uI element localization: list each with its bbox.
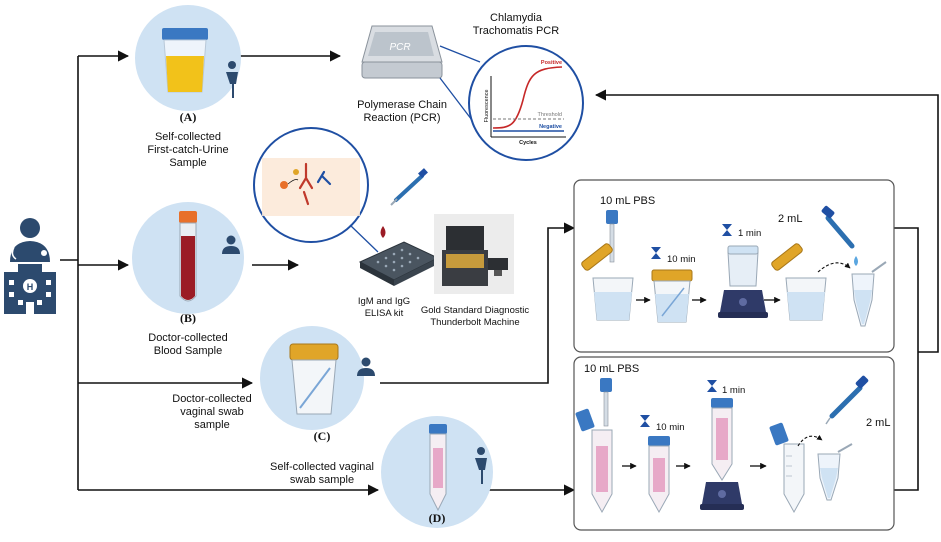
- vortex-mixer-icon-top: [718, 245, 768, 318]
- thunderbolt-machine-icon: [434, 214, 514, 294]
- sample-a-label-1: Self-collected: [155, 131, 221, 143]
- connector-arrows: [60, 50, 939, 496]
- bottom-time-1: 10 min: [656, 422, 685, 433]
- process-box-bottom: 10 mL PBS 10 min 1 min: [573, 356, 895, 531]
- pcr-negative-label: Negative: [539, 124, 562, 130]
- process-box-top: 10 mL PBS 10 min 1 min: [573, 179, 895, 353]
- patient-icon-d: [475, 447, 487, 484]
- hospital-icon: H: [4, 264, 56, 314]
- sample-b: (B) Doctor-collected Blood Sample: [132, 202, 244, 357]
- top-time-2: 1 min: [738, 228, 761, 239]
- pcr-xlabel: Cycles: [519, 140, 537, 146]
- sample-a-letter: (A): [180, 110, 197, 124]
- top-cup-2: [651, 269, 693, 323]
- bottom-time-2: 1 min: [722, 385, 745, 396]
- pcr-graph: Positive Threshold Negative Fluorescence…: [468, 45, 584, 161]
- hourglass-icon-bottom-2: [707, 380, 717, 392]
- arrow-c-to-process: [380, 222, 576, 384]
- hourglass-icon-top-1: [651, 247, 661, 259]
- pcr-title-1: Chlamydia: [490, 12, 543, 24]
- sample-d-letter: (D): [429, 511, 446, 525]
- elisa-kit-label-1: IgM and IgG: [358, 296, 410, 307]
- sample-a: (A) Self-collected First-catch-Urine Sam…: [135, 5, 241, 169]
- bottom-tube-2: [648, 436, 670, 514]
- pcr-ylabel: Fluorescence: [484, 89, 490, 122]
- top-cup-3: [785, 277, 827, 321]
- bottom-volume-label: 2 mL: [866, 417, 890, 429]
- sample-c-label-3: sample: [194, 419, 229, 431]
- pcr-machine-label: PCR: [389, 42, 410, 53]
- pcr-title-2: Trachomatis PCR: [473, 25, 559, 37]
- sample-b-label-2: Blood Sample: [154, 345, 223, 357]
- hourglass-icon-bottom-1: [640, 415, 650, 427]
- top-volume-label: 2 mL: [778, 213, 802, 225]
- bottom-cap-icon-2: [769, 422, 789, 446]
- urine-cup-icon: [162, 28, 208, 93]
- bottom-pbs-label: 10 mL PBS: [584, 363, 639, 375]
- sample-a-label-2: First-catch-Urine: [147, 144, 228, 156]
- sample-c-letter: (C): [314, 429, 331, 443]
- elisa-zoom-line: [349, 224, 379, 253]
- sample-d-label-1: Self-collected vaginal: [270, 461, 374, 473]
- svg-text:H: H: [27, 282, 34, 292]
- bottom-pipette-2-icon: [825, 375, 869, 425]
- top-pipette-2-icon: [821, 205, 858, 266]
- pcr-caption-1: Polymerase Chain: [357, 99, 447, 111]
- top-cup-1: [592, 277, 634, 321]
- doctor-badge-icon: [222, 235, 240, 254]
- pcr-machine-icon: PCR: [361, 25, 443, 79]
- elisa-kit-label-2: ELISA kit: [365, 308, 404, 319]
- vortex-mixer-icon-bottom: [700, 398, 744, 510]
- bottom-cap-icon: [575, 408, 595, 432]
- sample-b-letter: (B): [180, 311, 196, 325]
- doctor-badge-icon-c: [357, 357, 375, 376]
- bottom-tube-3: [783, 443, 805, 514]
- bottom-pipette-icon: [600, 378, 612, 427]
- swab-tube-icon: [429, 424, 447, 512]
- pipette-icon: [390, 168, 428, 206]
- bottom-tube-1: [591, 429, 613, 514]
- sample-d: (D) Self-collected vaginal swab sample: [270, 416, 493, 528]
- sample-c-label-1: Doctor-collected: [172, 393, 251, 405]
- pcr-positive-curve: [492, 66, 563, 129]
- top-eppendorf-icon: [851, 261, 887, 327]
- return-top: [894, 227, 919, 352]
- patient-icon: [226, 61, 238, 98]
- top-open-lid-icon-2: [771, 243, 803, 271]
- top-pbs-label: 10 mL PBS: [600, 195, 655, 207]
- elisa-zoom: [253, 127, 369, 243]
- arrow-return-to-pcr: [594, 89, 939, 353]
- doctor-icon: [10, 218, 50, 262]
- bottom-eppendorf-icon: [817, 443, 853, 501]
- blood-drop-icon: [380, 226, 386, 238]
- sample-c: (C) Doctor-collected vaginal swab sample: [172, 326, 375, 443]
- swab-cup-icon: [289, 343, 339, 415]
- blood-tube-icon: [179, 211, 197, 302]
- hourglass-icon-top-2: [722, 224, 732, 236]
- pcr-positive-label: Positive: [541, 60, 562, 66]
- pcr-caption-2: Reaction (PCR): [363, 112, 440, 124]
- machine-label-1: Gold Standard Diagnostic: [421, 305, 530, 316]
- top-time-1: 10 min: [667, 254, 696, 265]
- sample-c-label-2: vaginal swab: [180, 406, 244, 418]
- sample-d-label-2: swab sample: [290, 474, 354, 486]
- pcr-threshold-label: Threshold: [538, 112, 562, 118]
- top-open-lid-icon: [581, 243, 613, 271]
- sample-b-label-1: Doctor-collected: [148, 332, 227, 344]
- elisa-plate-icon: [358, 241, 440, 286]
- sample-a-label-3: Sample: [169, 157, 206, 169]
- return-bottom: [894, 352, 919, 491]
- machine-label-2: Thunderbolt Machine: [430, 317, 519, 328]
- top-pipette-icon: [606, 210, 618, 263]
